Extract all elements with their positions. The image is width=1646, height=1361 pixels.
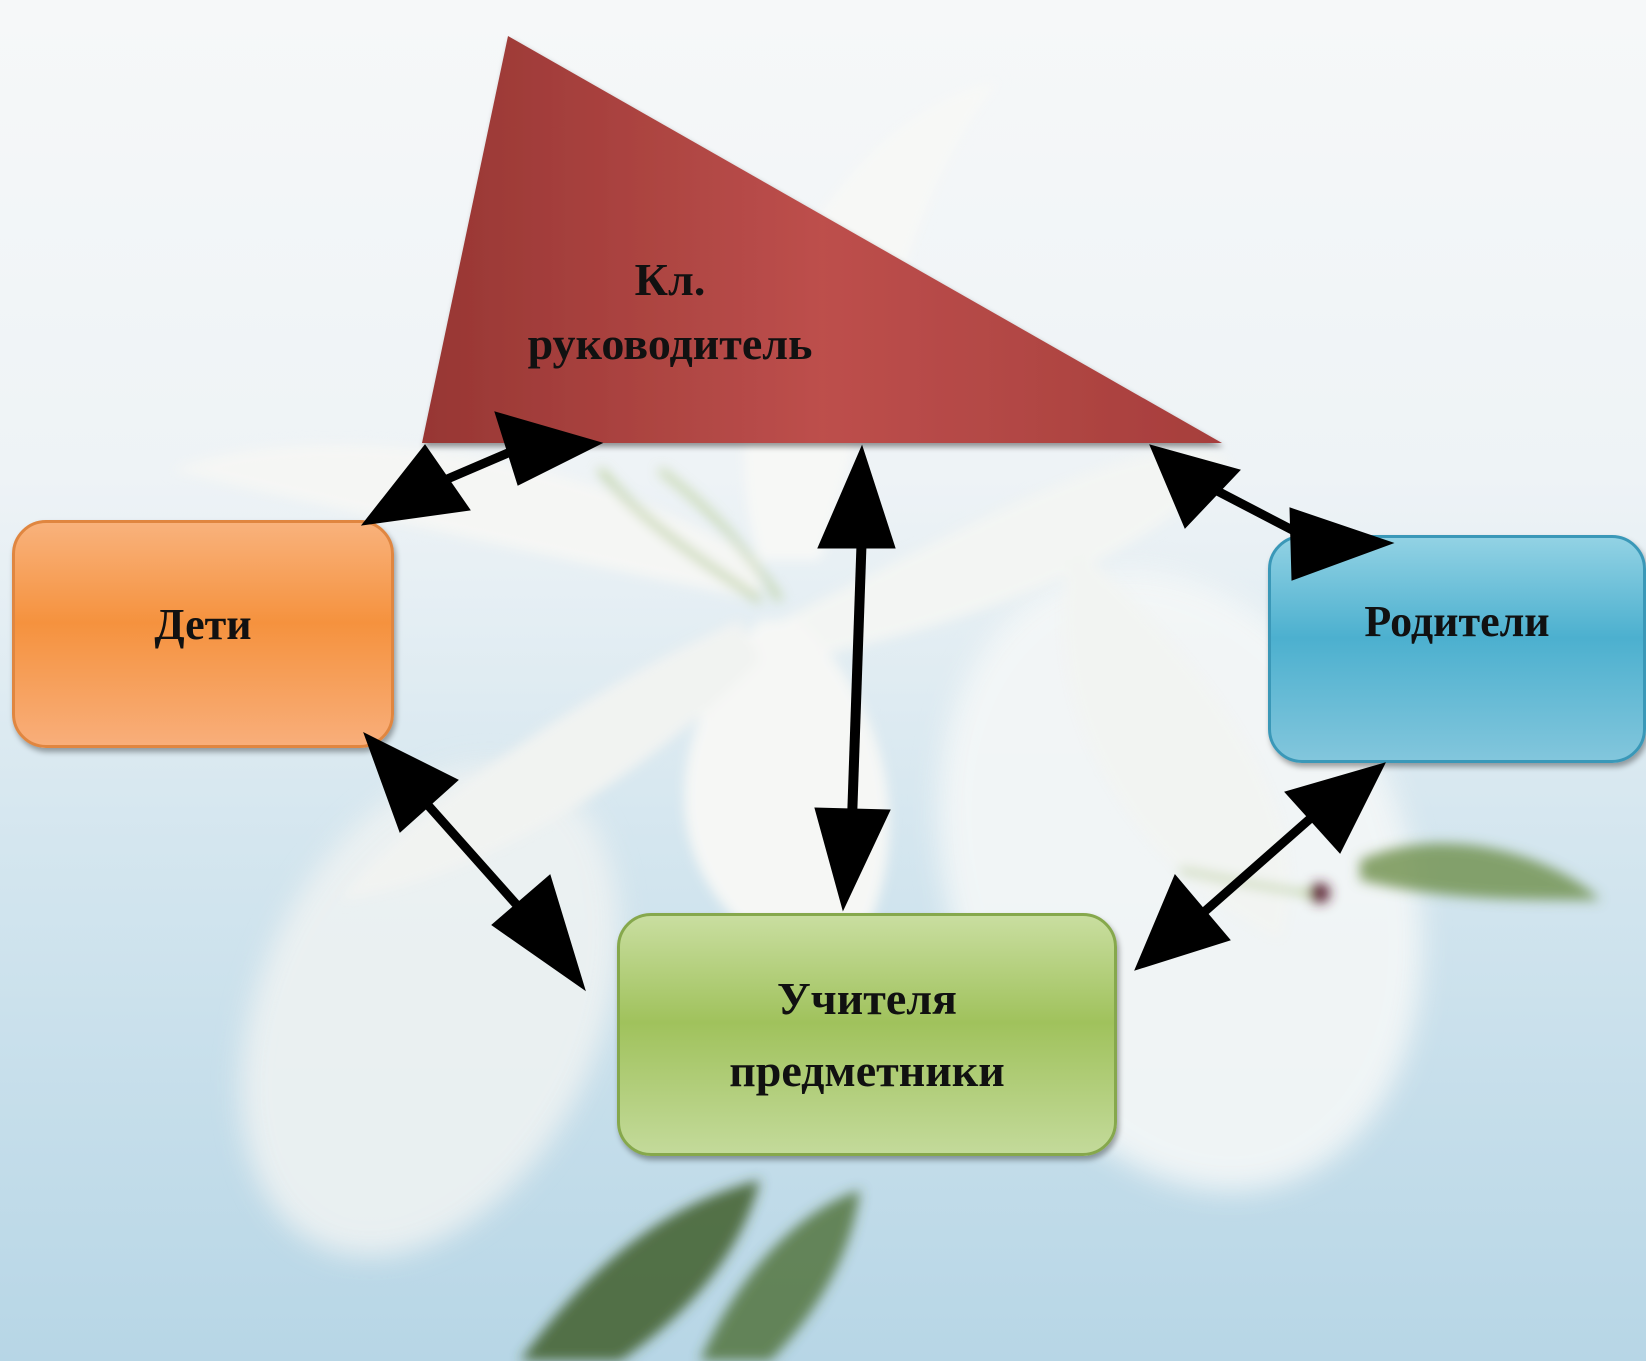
subject-teachers-line1: Учителя (777, 972, 957, 1024)
subject-teachers-line2: предметники (729, 1044, 1005, 1096)
subject-teachers-box: Учителя предметники (617, 913, 1117, 1156)
arrow-head-teachers (814, 444, 896, 912)
parents-box: Родители (1268, 535, 1646, 763)
children-label: Дети (154, 599, 252, 649)
children-box: Дети (12, 520, 394, 748)
head-teacher-line1: Кл. (634, 254, 706, 305)
arrow-children-teachers (363, 731, 586, 992)
parents-label: Родители (1364, 596, 1550, 646)
head-teacher-line2: руководитель (527, 318, 813, 369)
arrow-head-parents (1149, 444, 1395, 581)
arrow-head-children (360, 411, 604, 526)
head-teacher-label: Кл. руководитель (470, 248, 870, 376)
arrow-parents-teachers (1134, 762, 1386, 971)
